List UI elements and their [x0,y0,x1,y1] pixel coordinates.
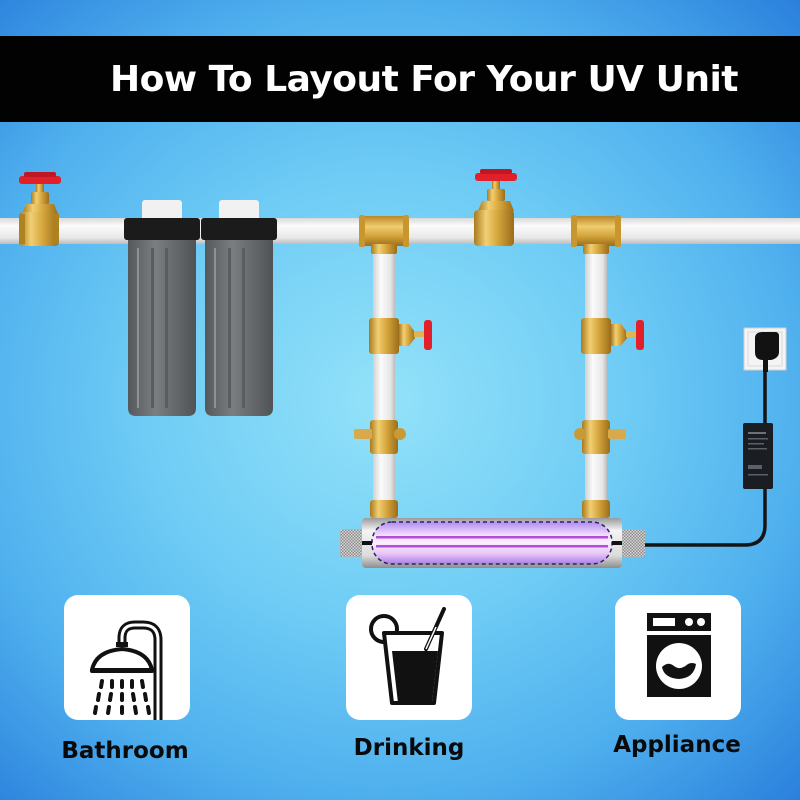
isolation-valve-right [581,318,644,354]
use-label-appliance: Appliance [613,732,741,758]
washing-machine-icon [647,613,711,697]
wall-socket-with-plug [743,327,787,372]
drink-glass-icon [369,607,446,705]
union-fitting-right [574,420,626,454]
branch-pipe-right [585,244,607,514]
use-card-bathroom [64,595,190,725]
use-card-appliance [615,595,741,720]
page-title: How To Layout For Your UV Unit [110,59,739,100]
use-label-bathroom: Bathroom [61,738,189,764]
power-cable [645,370,767,547]
gate-valve-bypass [474,169,517,246]
branch-pipe-left [373,244,395,514]
sediment-filter-1 [124,200,200,416]
isolation-valve-left [369,318,432,354]
use-card-drinking [346,595,472,720]
uv-sterilizer-chamber [340,518,645,568]
power-adapter [743,423,773,489]
union-fitting-left [354,420,406,454]
shower-icon [90,620,163,725]
gate-valve-inlet [19,172,61,246]
sediment-filter-2 [201,200,277,416]
use-label-drinking: Drinking [353,735,465,761]
tee-fitting-left [359,215,409,254]
tee-fitting-right [571,215,621,254]
title-banner [0,36,800,122]
